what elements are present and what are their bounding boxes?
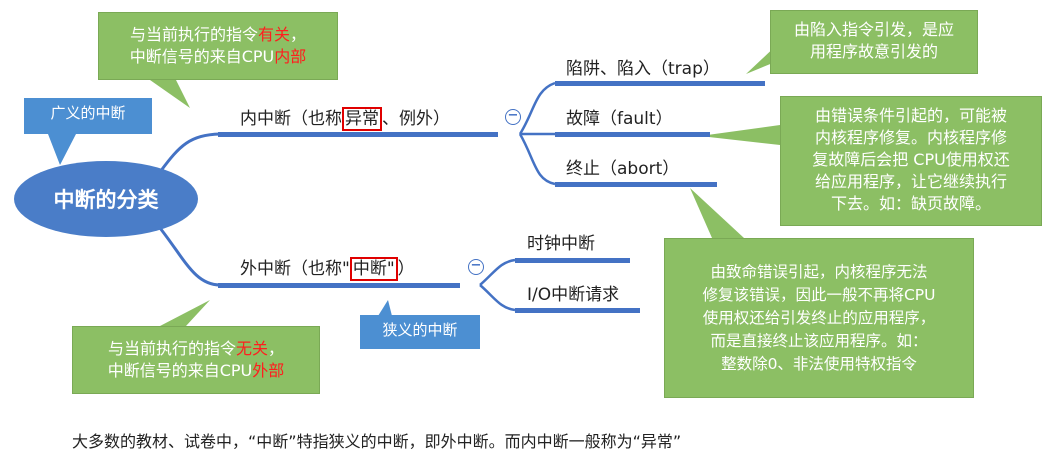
callout-narrow-pointer bbox=[378, 300, 392, 316]
note-internal-line1: 与当前执行的指令有关， bbox=[99, 24, 337, 46]
link-internal-trap bbox=[518, 81, 556, 135]
note-abort-pointer bbox=[690, 188, 744, 238]
internal-label-pre: 内中断（也称 bbox=[240, 109, 342, 129]
note-internal-l1-pre: 与当前执行的指令 bbox=[129, 25, 258, 44]
child-abort-label: 终止（abort） bbox=[566, 159, 680, 179]
child-clock[interactable]: 时钟中断 bbox=[527, 233, 595, 255]
note-external-pointer bbox=[160, 300, 210, 326]
io-underline bbox=[515, 308, 640, 313]
fault-underline bbox=[555, 132, 710, 137]
footer-caption: 大多数的教材、试卷中，“中断”特指狭义的中断，即外中断。而内中断一般称为“异常” bbox=[72, 432, 682, 451]
root-node[interactable]: 中断的分类 bbox=[14, 161, 198, 237]
child-io[interactable]: I/O中断请求 bbox=[527, 284, 619, 306]
child-trap[interactable]: 陷阱、陷入（trap） bbox=[566, 58, 720, 80]
note-fault-line: 由错误条件引起的，可能被 bbox=[814, 106, 1007, 125]
note-internal-l1-red: 有关 bbox=[257, 25, 290, 44]
child-io-label: I/O中断请求 bbox=[527, 285, 620, 305]
note-abort: 由致命错误引起，内核程序无法 修复该错误，因此一般不再将CPU 使用权还给引发终… bbox=[664, 238, 974, 398]
note-fault-line: 复故障后会把 CPU使用权还 bbox=[812, 150, 1010, 169]
trap-underline bbox=[555, 81, 765, 86]
external-collapse-icon[interactable]: − bbox=[468, 259, 484, 275]
note-internal-pointer bbox=[150, 80, 190, 108]
note-fault-pointer bbox=[700, 125, 780, 145]
root-label: 中断的分类 bbox=[53, 188, 159, 212]
note-fault: 由错误条件引起的，可能被 内核程序修复。内核程序修 复故障后会把 CPU使用权还… bbox=[780, 96, 1042, 226]
abort-underline bbox=[555, 182, 717, 187]
note-abort-line: 修复该错误，因此一般不再将CPU bbox=[702, 286, 936, 304]
note-abort-line: 整数除0、非法使用特权指令 bbox=[721, 355, 917, 373]
note-internal-l1-post: ， bbox=[290, 25, 307, 44]
external-label-post: ） bbox=[397, 259, 415, 279]
note-external-l2-red: 外部 bbox=[252, 361, 285, 380]
note-fault-line: 给应用程序，让它继续执行 bbox=[814, 172, 1007, 191]
note-internal-l2-red: 内部 bbox=[274, 47, 307, 66]
link-root-internal bbox=[158, 132, 221, 173]
note-trap-line: 由陷入指令引发，是应 bbox=[793, 20, 954, 39]
note-internal-line2: 中断信号的来自CPU内部 bbox=[99, 46, 337, 68]
internal-label-post: 、例外） bbox=[382, 109, 450, 129]
external-underline bbox=[218, 283, 460, 288]
note-abort-line: 使用权还给引发终止的应用程序， bbox=[702, 309, 936, 327]
note-external-l2-pre: 中断信号的来自CPU bbox=[107, 361, 253, 380]
callout-broad: 广义的中断 bbox=[24, 98, 152, 134]
child-fault-label: 故障（fault） bbox=[566, 109, 673, 129]
child-fault[interactable]: 故障（fault） bbox=[566, 108, 673, 130]
child-clock-label: 时钟中断 bbox=[527, 234, 595, 254]
external-label-highlight: 中断" bbox=[349, 257, 398, 281]
clock-underline bbox=[515, 258, 630, 263]
note-external-line2: 中断信号的来自CPU外部 bbox=[73, 360, 319, 382]
internal-collapse-icon[interactable]: − bbox=[505, 109, 521, 125]
link-external-io bbox=[479, 284, 516, 312]
internal-interrupt-node[interactable]: 内中断（也称异常、例外） bbox=[240, 107, 450, 131]
note-fault-line: 内核程序修复。内核程序修 bbox=[814, 128, 1007, 147]
note-external-l1-red: 无关 bbox=[235, 339, 268, 358]
note-fault-line: 下去。如：缺页故障。 bbox=[830, 194, 991, 213]
note-external-line1: 与当前执行的指令无关， bbox=[73, 338, 319, 360]
callout-narrow-text: 狭义的中断 bbox=[382, 321, 458, 339]
internal-label-highlight: 异常 bbox=[342, 107, 382, 131]
child-trap-label: 陷阱、陷入（trap） bbox=[566, 59, 720, 79]
internal-underline bbox=[218, 132, 498, 137]
child-abort[interactable]: 终止（abort） bbox=[566, 158, 679, 180]
external-interrupt-node[interactable]: 外中断（也称"中断"） bbox=[240, 257, 415, 281]
callout-broad-text: 广义的中断 bbox=[50, 104, 126, 122]
link-internal-abort bbox=[518, 133, 556, 186]
note-trap: 由陷入指令引发，是应 用程序故意引发的 bbox=[770, 10, 978, 74]
external-label-pre: 外中断（也称" bbox=[240, 259, 350, 279]
note-internal: 与当前执行的指令有关， 中断信号的来自CPU内部 bbox=[98, 12, 338, 80]
callout-broad-pointer bbox=[48, 134, 76, 165]
note-external-l1-post: ， bbox=[268, 339, 285, 358]
note-abort-line: 由致命错误引起，内核程序无法 bbox=[710, 263, 928, 281]
callout-narrow: 狭义的中断 bbox=[360, 315, 480, 349]
note-trap-line: 用程序故意引发的 bbox=[809, 42, 938, 61]
note-internal-l2-pre: 中断信号的来自CPU bbox=[129, 47, 275, 66]
note-external-l1-pre: 与当前执行的指令 bbox=[107, 339, 236, 358]
note-abort-line: 而是直接终止该应用程序。如： bbox=[710, 332, 928, 350]
note-external: 与当前执行的指令无关， 中断信号的来自CPU外部 bbox=[72, 326, 320, 394]
link-root-external bbox=[158, 227, 221, 287]
link-external-clock bbox=[479, 258, 516, 286]
